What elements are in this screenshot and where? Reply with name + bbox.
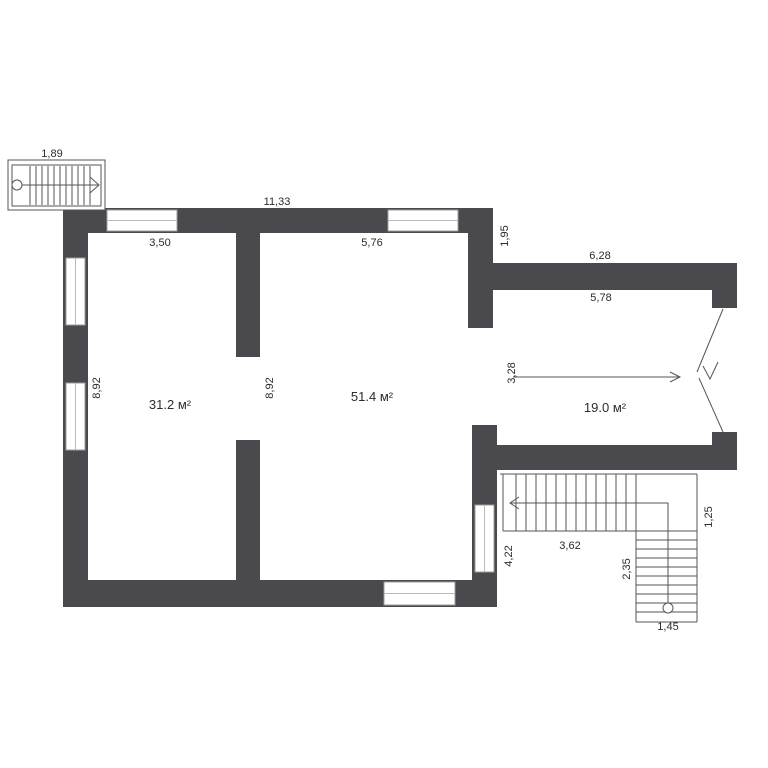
wall-right-upper bbox=[468, 208, 493, 328]
dim-stair-vertical-flight: 2,35 bbox=[621, 558, 633, 579]
dim-room-1-depth: 8,92 bbox=[91, 377, 103, 398]
stair-direction-line bbox=[511, 502, 669, 603]
window-right-lower bbox=[474, 504, 495, 573]
dim-stair-bottom-width: 1,45 bbox=[657, 621, 678, 633]
wall-annex-top-pillar bbox=[712, 263, 737, 308]
dim-annex-inner-length: 5,78 bbox=[590, 292, 611, 304]
dim-annex-width: 3,28 bbox=[506, 362, 518, 383]
dimension-labels: 1,89 11,33 3,50 5,76 1,95 6,28 5,78 8,92… bbox=[41, 148, 715, 633]
dim-room-2-depth: 8,92 bbox=[264, 377, 276, 398]
dim-stair-upper-flight: 1,25 bbox=[703, 506, 715, 527]
room-area-label: 31.2 м² bbox=[149, 397, 192, 412]
room-area-labels: 31.2 м² 51.4 м² 19.0 м² bbox=[149, 389, 627, 415]
wall-annex-bottom-pillar bbox=[712, 432, 737, 470]
window-left-upper bbox=[65, 257, 86, 326]
dim-annex-outer-length: 6,28 bbox=[589, 250, 610, 262]
stair-arrow-icon bbox=[89, 176, 100, 194]
dim-top-wall-total: 11,33 bbox=[264, 196, 291, 208]
stair-start-circle-icon bbox=[662, 602, 674, 614]
wall-annex-bottom bbox=[472, 445, 737, 470]
stair-start-circle-icon bbox=[11, 179, 23, 191]
window-top-left bbox=[106, 209, 178, 232]
stair-arrow-icon bbox=[509, 496, 520, 510]
staircase-bottom-right bbox=[500, 473, 698, 623]
dim-stair-top-width: 1,89 bbox=[41, 148, 62, 160]
window-left-lower bbox=[65, 382, 86, 451]
staircase-top-left bbox=[7, 159, 106, 211]
wall-annex-top bbox=[493, 263, 737, 290]
gate-symbol bbox=[696, 308, 724, 433]
dim-right-wall-segment: 1,95 bbox=[499, 225, 511, 246]
wall-interior-upper bbox=[236, 233, 260, 357]
dim-lower-wall-segment: 4,22 bbox=[503, 545, 515, 566]
room-area-label: 51.4 м² bbox=[351, 389, 394, 404]
dim-room-2-width: 5,76 bbox=[361, 237, 382, 249]
room-area-label: 19.0 м² bbox=[584, 400, 627, 415]
windows bbox=[65, 209, 495, 606]
wall-interior-lower bbox=[236, 440, 260, 580]
window-top-right bbox=[387, 209, 459, 232]
dim-room-1-width: 3,50 bbox=[149, 237, 170, 249]
window-bottom bbox=[383, 581, 456, 606]
arrow-icon bbox=[513, 371, 682, 383]
dim-stair-horizontal-length: 3,62 bbox=[559, 540, 580, 552]
